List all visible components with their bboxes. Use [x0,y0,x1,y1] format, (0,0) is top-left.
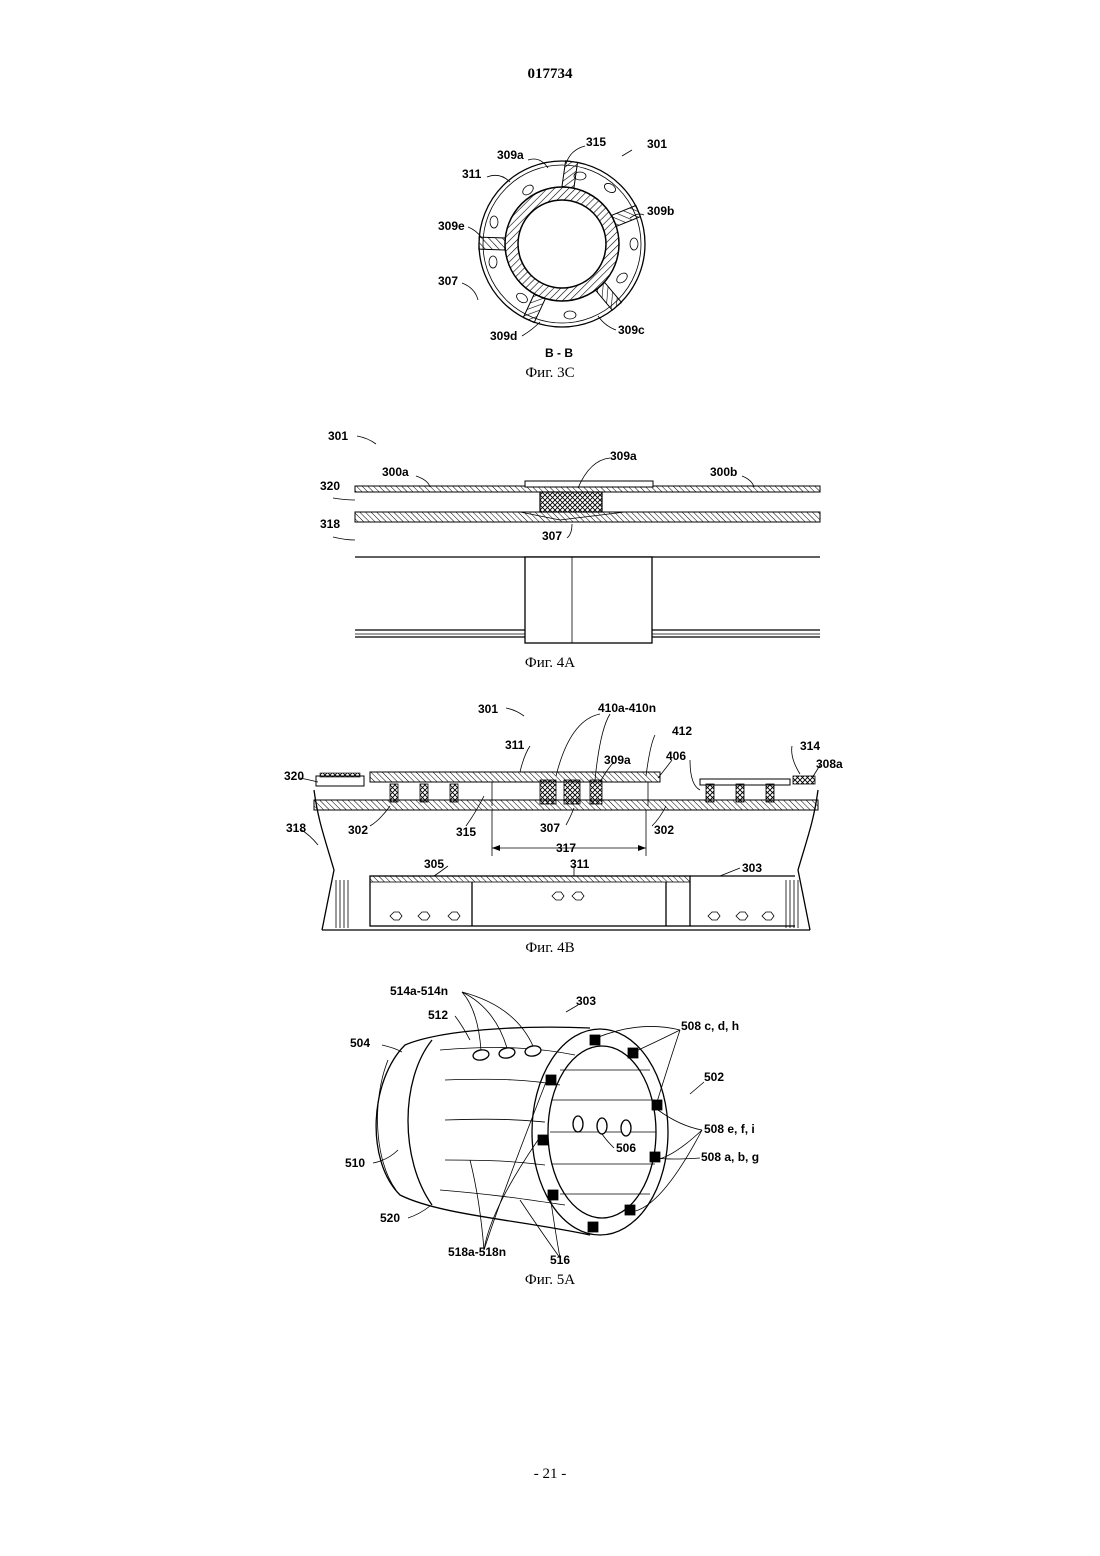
caption-fig3c: Фиг. 3C [0,365,1100,382]
label-314: 314 [800,739,820,753]
label-309a: 309a [497,148,524,162]
label-309a: 309a [610,449,637,463]
document-number: 017734 [0,66,1100,83]
section-label: B - B [545,346,573,360]
label-303: 303 [576,994,596,1008]
label-309e: 309e [438,219,465,233]
label-309b: 309b [647,204,674,218]
label-311: 311 [462,167,482,181]
label-502: 502 [704,1070,724,1084]
label-300b: 300b [710,465,737,479]
label-301: 301 [647,137,667,151]
label-307: 307 [438,274,458,288]
label-311-top: 311 [505,738,525,752]
label-410a-410n: 410a-410n [598,701,656,715]
figure-4b-drawing: 301 410a-410n 412 311 309a 406 314 308a … [0,695,1100,940]
label-309c: 309c [618,323,645,337]
label-506: 506 [616,1141,636,1155]
label-301: 301 [478,702,498,716]
label-508-c-d-h: 508 c, d, h [681,1019,739,1033]
label-320: 320 [320,479,340,493]
label-516: 516 [550,1253,570,1267]
label-508-a-b-g: 508 a, b, g [701,1150,759,1164]
label-318: 318 [286,821,306,835]
figure-4a-drawing: 301 309a 300a 300b 320 318 307 [0,420,1100,660]
label-315: 315 [456,825,476,839]
label-518a-518n: 518a-518n [448,1245,506,1259]
label-301: 301 [328,429,348,443]
label-309d: 309d [490,329,517,343]
label-412: 412 [672,724,692,738]
label-302-left: 302 [348,823,368,837]
caption-fig5a: Фиг. 5A [0,1272,1100,1289]
label-504: 504 [350,1036,370,1050]
label-315: 315 [586,135,606,149]
page-number: - 21 - [0,1466,1100,1483]
label-303: 303 [742,861,762,875]
label-307: 307 [542,529,562,543]
label-320: 320 [284,769,304,783]
label-307: 307 [540,821,560,835]
label-317: 317 [556,841,576,855]
caption-fig4b: Фиг. 4B [0,940,1100,957]
label-510: 510 [345,1156,365,1170]
figure-3c-drawing: 301 315 309a 311 309b 309e 307 309d 309c… [0,120,1100,370]
label-302-right: 302 [654,823,674,837]
label-305: 305 [424,857,444,871]
label-520: 520 [380,1211,400,1225]
label-309a: 309a [604,753,631,767]
label-406: 406 [666,749,686,763]
label-512: 512 [428,1008,448,1022]
label-311-bottom: 311 [570,857,590,871]
label-508-e-f-i: 508 e, f, i [704,1122,755,1136]
figure-5a-drawing: 514a-514n 303 512 508 c, d, h 504 502 50… [0,975,1100,1275]
label-300a: 300a [382,465,409,479]
label-514a-514n: 514a-514n [390,984,448,998]
caption-fig4a: Фиг. 4A [0,655,1100,672]
label-318: 318 [320,517,340,531]
label-308a: 308a [816,757,843,771]
